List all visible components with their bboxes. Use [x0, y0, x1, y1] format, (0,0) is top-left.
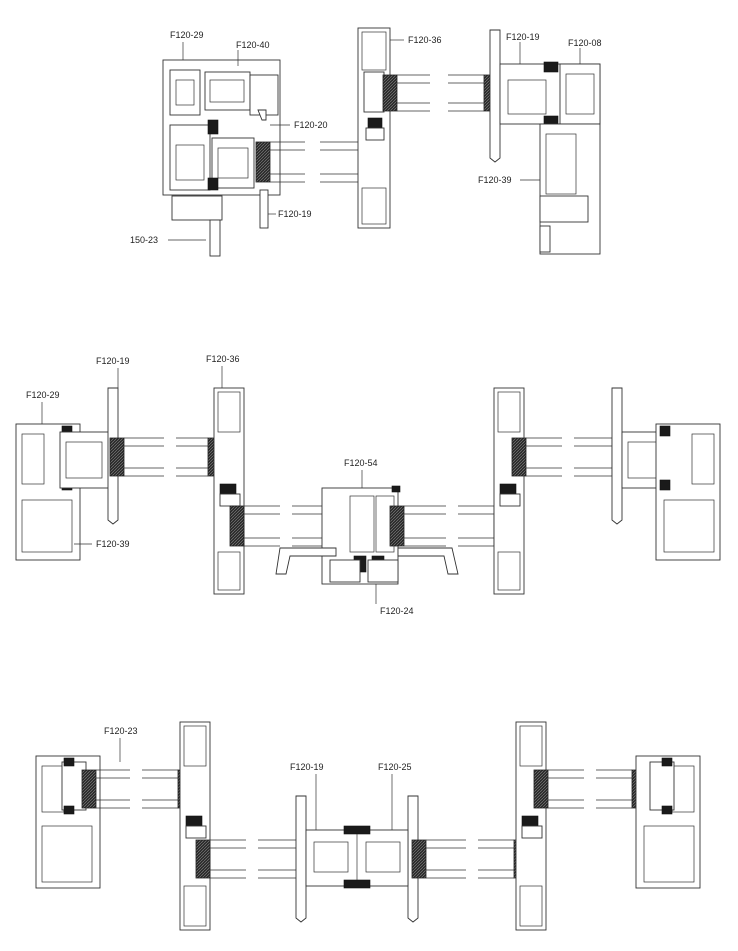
bot-left-mullion	[179, 721, 211, 931]
mid-glass-unit-center-right	[389, 505, 509, 547]
mid-left-mullion	[213, 387, 245, 595]
top-center-mullion	[357, 27, 391, 229]
mid-glass-unit-right	[511, 437, 627, 477]
bot-left-frame-profile	[35, 755, 101, 889]
label-top-150-23: 150-23	[130, 235, 158, 245]
mid-center-vent-profile	[275, 485, 459, 585]
label-top-f120-40: F120-40	[236, 40, 270, 50]
top-label-group: F120-29 F120-40 F120-20 F120-19 150-23 F…	[130, 30, 602, 245]
bot-glass-unit-center-left	[195, 839, 313, 879]
label-top-f120-19-right: F120-19	[506, 32, 540, 42]
label-top-f120-29: F120-29	[170, 30, 204, 40]
label-bot-f120-19: F120-19	[290, 762, 324, 772]
section-bottom: F120-23 F120-19 F120-25	[35, 721, 701, 931]
section-middle: F120-19 F120-29 F120-39 F120-36 F120-54 …	[15, 354, 721, 616]
label-top-f120-08: F120-08	[568, 38, 602, 48]
bot-glass-unit-right	[533, 769, 647, 809]
label-top-f120-36: F120-36	[408, 35, 442, 45]
label-mid-f120-19: F120-19	[96, 356, 130, 366]
mid-glass-unit-left	[109, 437, 223, 477]
label-mid-f120-39: F120-39	[96, 539, 130, 549]
label-bot-f120-25: F120-25	[378, 762, 412, 772]
bot-label-group: F120-23 F120-19 F120-25	[104, 726, 412, 830]
bot-glass-unit-center-right	[411, 839, 529, 879]
label-mid-f120-54: F120-54	[344, 458, 378, 468]
bot-center-vent-profile	[295, 795, 419, 923]
top-glass-unit-right	[382, 74, 499, 112]
mid-right-frame-profile	[611, 387, 721, 561]
label-top-f120-20: F120-20	[294, 120, 328, 130]
label-mid-f120-24: F120-24	[380, 606, 414, 616]
mid-label-group: F120-19 F120-29 F120-39 F120-36 F120-54 …	[26, 354, 414, 616]
label-mid-f120-36: F120-36	[206, 354, 240, 364]
top-left-frame-profile	[162, 59, 281, 257]
label-mid-f120-29: F120-29	[26, 390, 60, 400]
bot-right-mullion	[515, 721, 547, 931]
label-top-f120-19-left: F120-19	[278, 209, 312, 219]
bot-right-frame-profile	[635, 755, 701, 889]
label-bot-f120-23: F120-23	[104, 726, 138, 736]
label-top-f120-39: F120-39	[478, 175, 512, 185]
top-right-frame-profile	[489, 29, 601, 255]
mid-left-frame-profile	[15, 387, 119, 561]
mid-right-mullion	[493, 387, 525, 595]
section-top: F120-29 F120-40 F120-20 F120-19 150-23 F…	[130, 27, 602, 257]
